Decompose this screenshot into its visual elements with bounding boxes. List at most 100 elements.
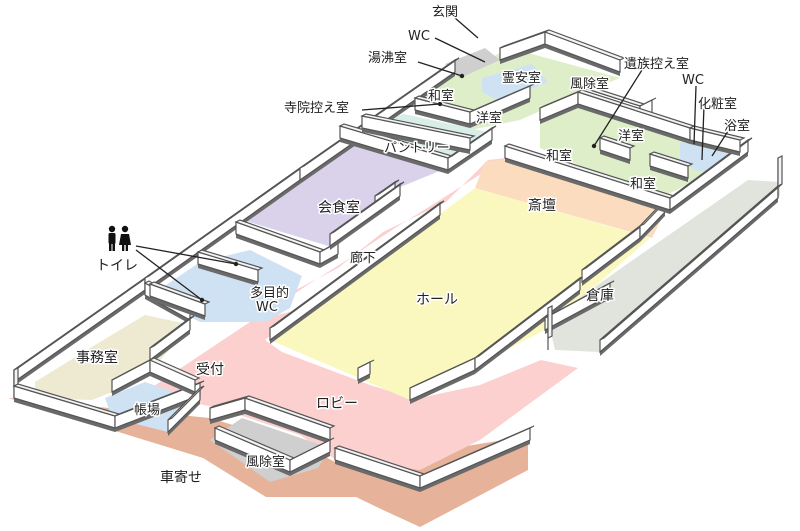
wall-side bbox=[210, 410, 245, 424]
area-gray-genkan bbox=[445, 48, 500, 78]
wall-top bbox=[13, 367, 19, 387]
label-yoshitsu-left: 洋室 bbox=[476, 110, 502, 126]
wall-side bbox=[358, 374, 370, 384]
wall-side bbox=[290, 452, 330, 476]
wall-side bbox=[335, 460, 420, 492]
wall-side bbox=[545, 44, 620, 76]
wall-top bbox=[299, 57, 460, 169]
wall-side bbox=[640, 212, 665, 242]
label-wc-right: WC bbox=[682, 73, 704, 88]
wall-side bbox=[578, 104, 690, 144]
wall-side bbox=[150, 372, 195, 396]
wall-top bbox=[167, 385, 205, 421]
wall-side bbox=[270, 215, 440, 344]
label-tamokuteki-1: 多目的 bbox=[250, 285, 289, 301]
label-jimu: 事務室 bbox=[76, 349, 118, 366]
label-fujo-top: 風除室 bbox=[570, 76, 609, 92]
label-saidan: 斎壇 bbox=[528, 197, 556, 214]
wall-side bbox=[600, 198, 778, 356]
label-kurumayose: 車寄せ bbox=[160, 469, 202, 486]
wall-top bbox=[289, 437, 335, 461]
wall-side bbox=[470, 98, 530, 128]
label-yokushitsu: 浴室 bbox=[724, 118, 750, 134]
wall-side bbox=[168, 400, 200, 436]
label-jiin: 寺院控え室 bbox=[284, 100, 349, 116]
area-office bbox=[35, 315, 192, 400]
label-lobby: ロビー bbox=[316, 396, 358, 412]
area-kaishoku bbox=[236, 140, 442, 248]
wall-side bbox=[145, 180, 300, 294]
wall-top bbox=[243, 395, 336, 429]
label-kaishoku: 会食室 bbox=[318, 199, 360, 216]
label-yuwakashi: 湯沸室 bbox=[368, 50, 407, 66]
wall-side bbox=[150, 330, 190, 364]
wall-side bbox=[340, 138, 448, 174]
label-tamokuteki-2: WC bbox=[256, 300, 278, 315]
label-izoku: 遺族控え室 bbox=[624, 56, 689, 72]
label-pantry: パントリー bbox=[384, 141, 450, 156]
wall-top bbox=[148, 281, 211, 305]
wall-top bbox=[269, 200, 445, 329]
label-washitsu-r2: 和室 bbox=[630, 176, 656, 192]
wall-top bbox=[547, 305, 553, 339]
area-lobby bbox=[145, 308, 578, 470]
label-washitsu-left: 和室 bbox=[428, 88, 454, 104]
wall-group bbox=[12, 29, 783, 492]
room-labels: 玄関 WC 湯沸室 霊安室 風除室 遺族控え室 WC 化粧室 浴室 和室 寺院控… bbox=[75, 4, 752, 488]
wall-side bbox=[410, 370, 475, 404]
label-hall: ホール bbox=[416, 292, 458, 308]
area-corridor bbox=[252, 158, 506, 320]
area-souko bbox=[548, 180, 780, 352]
label-toilet: トイレ bbox=[96, 258, 138, 274]
wall-top bbox=[648, 151, 694, 167]
label-choba: 帳場 bbox=[134, 403, 160, 418]
wall-side bbox=[236, 234, 320, 268]
wall-side bbox=[330, 196, 400, 250]
wall-side bbox=[545, 295, 610, 334]
wall-top bbox=[148, 357, 201, 381]
area-saidan bbox=[475, 158, 665, 238]
label-kesho: 化粧室 bbox=[698, 96, 737, 112]
toilet-people-icon bbox=[108, 225, 131, 251]
wall-top bbox=[543, 29, 626, 61]
wall-side bbox=[150, 296, 205, 320]
wall-side bbox=[650, 166, 688, 182]
label-washitsu-r1: 和室 bbox=[546, 148, 572, 164]
wall-side bbox=[320, 254, 338, 268]
wall-side bbox=[14, 290, 145, 386]
wall-side bbox=[14, 398, 115, 432]
area-reian bbox=[482, 64, 548, 102]
wall-side bbox=[198, 264, 258, 286]
label-reian: 霊安室 bbox=[502, 70, 541, 86]
wall-side bbox=[505, 158, 670, 214]
wall-top bbox=[639, 97, 657, 107]
wall-top bbox=[419, 425, 535, 477]
wall-side bbox=[245, 410, 330, 444]
wall-side bbox=[112, 372, 150, 396]
wall-top bbox=[777, 155, 783, 187]
label-fujo-bottom: 風除室 bbox=[246, 454, 285, 470]
label-wc-top: WC bbox=[408, 29, 430, 44]
wall-side bbox=[500, 44, 545, 64]
wall-side bbox=[448, 140, 492, 174]
wall-top bbox=[329, 181, 405, 235]
wall-top bbox=[357, 359, 375, 369]
leader-lines bbox=[135, 17, 731, 303]
wall-side bbox=[415, 110, 470, 128]
label-roka: 廊下 bbox=[350, 250, 376, 266]
label-yoshitsu-right: 洋室 bbox=[618, 128, 644, 144]
wall-top bbox=[469, 83, 535, 113]
wall-side bbox=[115, 395, 200, 432]
wall-side bbox=[540, 104, 578, 124]
wall-side bbox=[475, 290, 580, 374]
label-uketsuke: 受付 bbox=[196, 362, 224, 378]
wall-top bbox=[374, 179, 400, 197]
area-hall bbox=[270, 188, 650, 400]
wall-side bbox=[215, 440, 290, 476]
wall-side bbox=[670, 152, 748, 214]
label-souko: 倉庫 bbox=[586, 287, 614, 304]
wall-side bbox=[362, 128, 470, 154]
wall-side bbox=[600, 150, 630, 164]
label-genkan: 玄関 bbox=[432, 5, 458, 20]
